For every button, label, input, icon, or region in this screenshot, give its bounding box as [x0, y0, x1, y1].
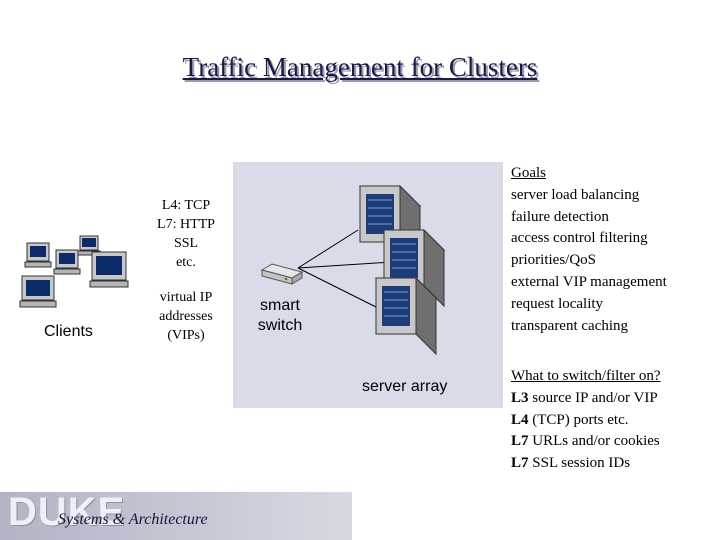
criteria-level: L7: [511, 455, 529, 472]
goal-item: server load balancing: [511, 186, 640, 203]
protocol-item: etc.: [176, 255, 196, 271]
link-line-top: [297, 229, 359, 269]
vip-line: (VIPs): [167, 328, 205, 344]
server-array-label: server array: [362, 378, 448, 395]
protocol-item: SSL: [173, 236, 199, 252]
client-computer-3: [53, 249, 81, 275]
criteria-item: L7 URLs and/or cookies: [511, 431, 661, 453]
client-computer-4: [89, 251, 129, 288]
slide-title: Traffic Management for Clusters: [182, 52, 538, 82]
server-1: [358, 184, 422, 264]
criteria-level: L4: [511, 411, 529, 428]
criteria-item: L7 SSL session IDs: [511, 453, 661, 475]
switch-device: [260, 263, 304, 285]
footer-banner: [0, 492, 352, 540]
criteria-item: L4 (TCP) ports etc.: [511, 410, 661, 432]
client-computer-5: [19, 275, 57, 308]
criteria-text: URLs and/or cookies: [528, 433, 660, 450]
protocol-item: L4: TCP: [161, 198, 211, 213]
switch-label-line: smart: [260, 297, 300, 314]
goal-item: external VIP management: [511, 273, 667, 290]
goals-list: Goals server load balancing failure dete…: [511, 163, 667, 337]
criteria-text: SSL session IDs: [528, 455, 631, 472]
criteria-text: (TCP) ports etc.: [528, 411, 629, 428]
vip-line: virtual IP: [159, 290, 213, 305]
clients-label: Clients: [44, 323, 93, 340]
criteria-level: L7: [511, 433, 529, 450]
goal-item: failure detection: [511, 208, 609, 225]
vip-line: addresses: [159, 309, 213, 325]
client-computer-1: [24, 242, 52, 268]
link-line-bottom: [297, 267, 379, 309]
switch-criteria-title: What to switch/filter on?: [511, 368, 661, 384]
duke-logo: DUKE: [8, 490, 126, 534]
goal-item: priorities/QoS: [511, 252, 596, 269]
server-2: [382, 228, 446, 308]
switch-criteria-list: What to switch/filter on? L3 source IP a…: [511, 366, 661, 475]
protocol-list: L4: TCP L7: HTTP SSL etc.: [140, 196, 232, 272]
criteria-text: source IP and/or VIP: [528, 389, 658, 406]
protocol-item: L7: HTTP: [157, 217, 215, 233]
server-3: [374, 276, 438, 356]
criteria-item: L3 source IP and/or VIP: [511, 388, 661, 410]
goal-item: request locality: [511, 295, 604, 312]
goals-title: Goals: [511, 165, 546, 181]
switch-label: smart switch: [240, 296, 320, 336]
footer-subtitle: Systems & Architecture: [58, 511, 208, 528]
vip-label: virtual IP addresses (VIPs): [140, 288, 232, 345]
goal-item: transparent caching: [511, 317, 629, 334]
switch-label-line: switch: [257, 317, 303, 334]
criteria-level: L3: [511, 389, 529, 406]
link-line-mid: [297, 261, 393, 269]
goal-item: access control filtering: [511, 230, 648, 247]
